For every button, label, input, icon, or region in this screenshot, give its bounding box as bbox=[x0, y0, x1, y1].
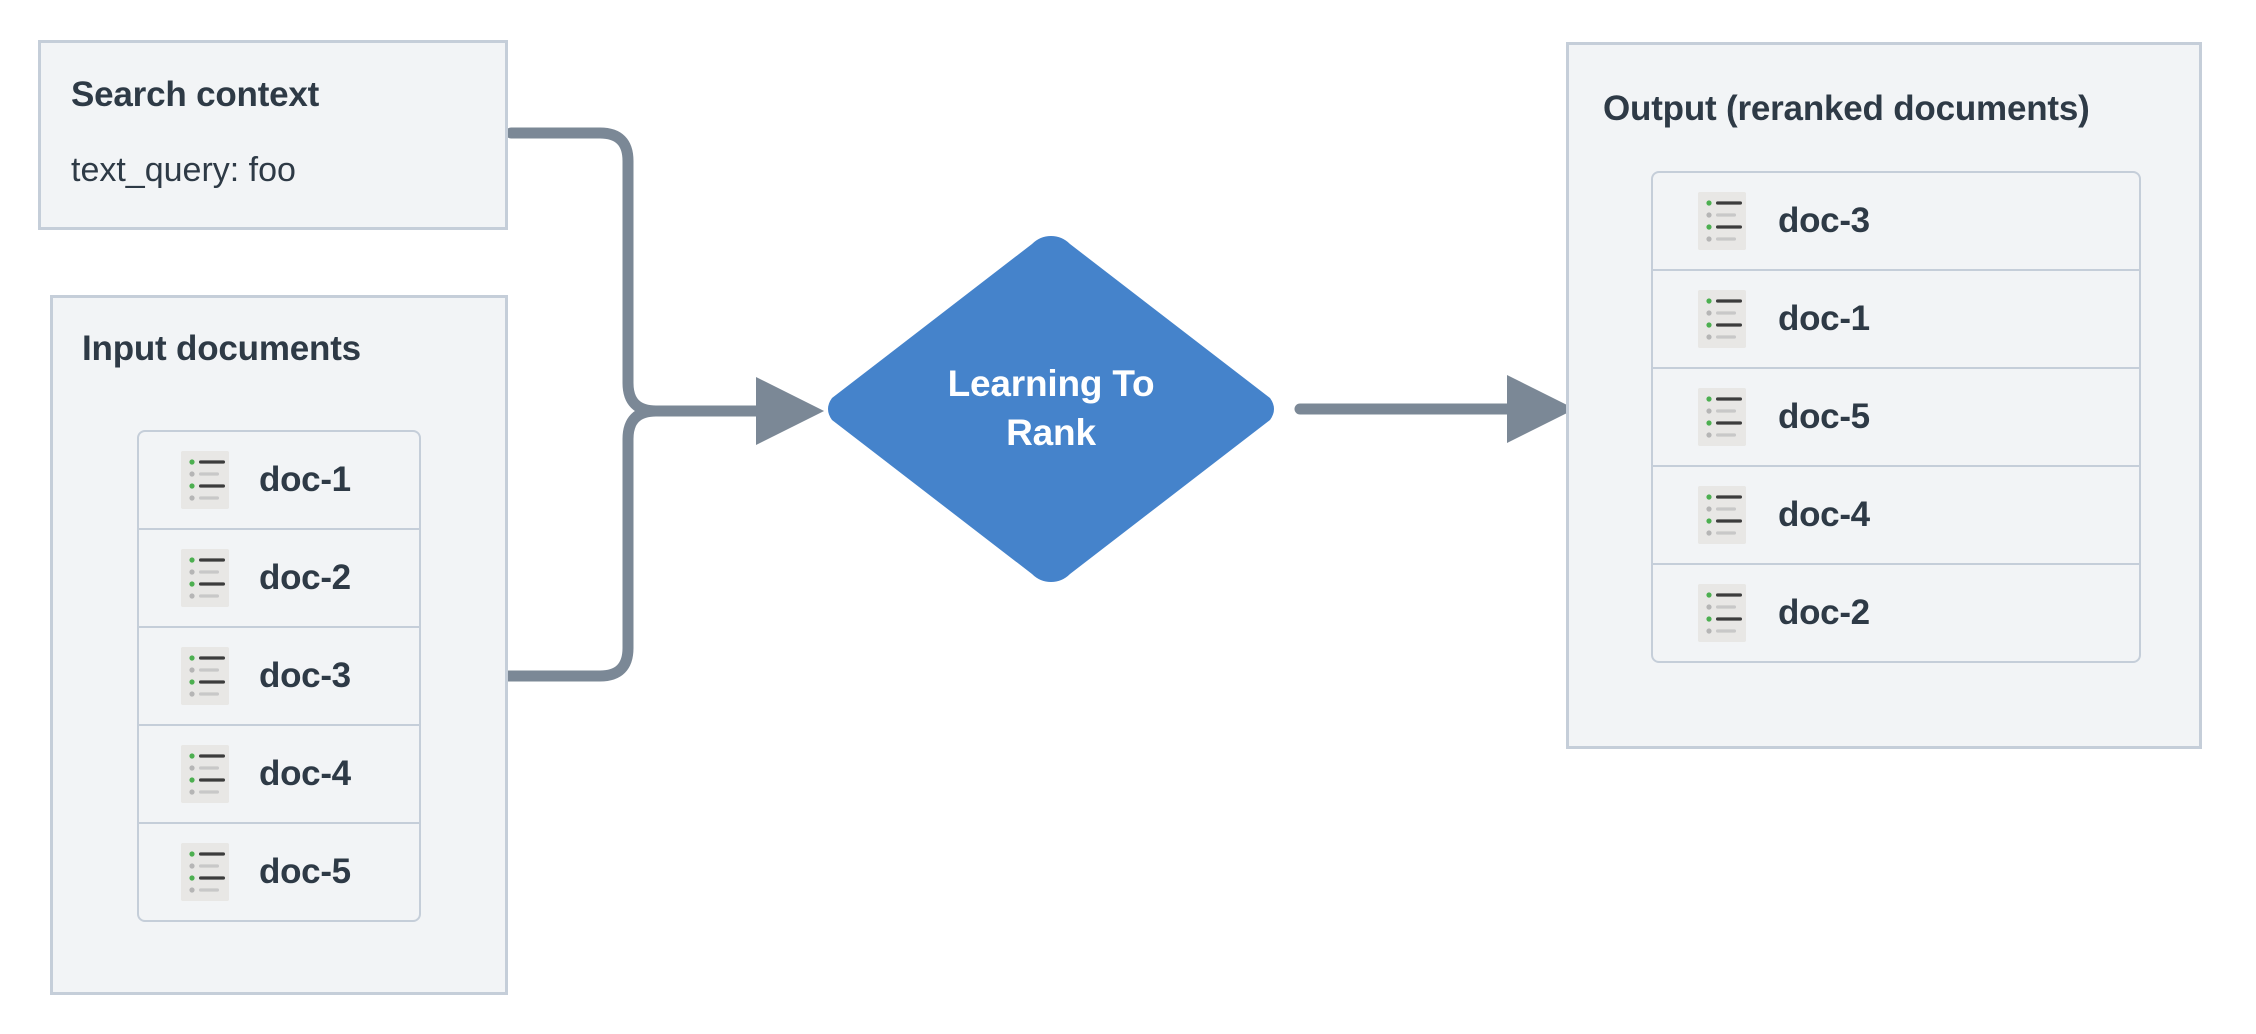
document-label: doc-5 bbox=[259, 852, 351, 891]
document-row[interactable]: doc-4 bbox=[1651, 465, 2141, 565]
document-row[interactable]: doc-3 bbox=[1651, 171, 2141, 271]
input-document-list: doc-1 doc-2 doc-3 doc-4 doc-5 bbox=[137, 430, 421, 922]
document-row[interactable]: doc-4 bbox=[137, 724, 421, 824]
document-list-icon bbox=[181, 451, 229, 509]
search-context-title: Search context bbox=[71, 75, 320, 114]
document-label: doc-5 bbox=[1778, 397, 1870, 436]
document-list-icon bbox=[181, 843, 229, 901]
document-list-icon bbox=[181, 549, 229, 607]
document-label: doc-3 bbox=[1778, 201, 1870, 240]
document-list-icon bbox=[181, 745, 229, 803]
document-list-icon bbox=[181, 647, 229, 705]
search-context-panel: Search context text_query: foo bbox=[38, 40, 508, 230]
document-row[interactable]: doc-5 bbox=[137, 822, 421, 922]
document-list-icon bbox=[1698, 486, 1746, 544]
document-label: doc-4 bbox=[1778, 495, 1870, 534]
document-row[interactable]: doc-5 bbox=[1651, 367, 2141, 467]
document-label: doc-3 bbox=[259, 656, 351, 695]
document-list-icon bbox=[1698, 290, 1746, 348]
document-label: doc-1 bbox=[259, 460, 351, 499]
document-row[interactable]: doc-2 bbox=[137, 528, 421, 628]
document-list-icon bbox=[1698, 192, 1746, 250]
document-label: doc-2 bbox=[259, 558, 351, 597]
document-label: doc-1 bbox=[1778, 299, 1870, 338]
output-document-list: doc-3 doc-1 doc-5 doc-4 doc-2 bbox=[1651, 171, 2141, 663]
connector-search-context-to-ltr bbox=[505, 127, 706, 417]
search-context-query-text: text_query: foo bbox=[71, 151, 296, 189]
connector-input-documents-to-ltr bbox=[499, 405, 706, 682]
document-list-icon bbox=[1698, 584, 1746, 642]
document-label: doc-4 bbox=[259, 754, 351, 793]
learning-to-rank-node[interactable]: Learning To Rank bbox=[816, 228, 1286, 590]
document-row[interactable]: doc-2 bbox=[1651, 563, 2141, 663]
input-documents-title: Input documents bbox=[82, 329, 361, 368]
document-row[interactable]: doc-3 bbox=[137, 626, 421, 726]
document-list-icon bbox=[1698, 388, 1746, 446]
document-row[interactable]: doc-1 bbox=[1651, 269, 2141, 369]
document-row[interactable]: doc-1 bbox=[137, 430, 421, 530]
output-panel-title: Output (reranked documents) bbox=[1603, 89, 2090, 128]
document-label: doc-2 bbox=[1778, 593, 1870, 632]
diamond-shape bbox=[828, 236, 1274, 582]
